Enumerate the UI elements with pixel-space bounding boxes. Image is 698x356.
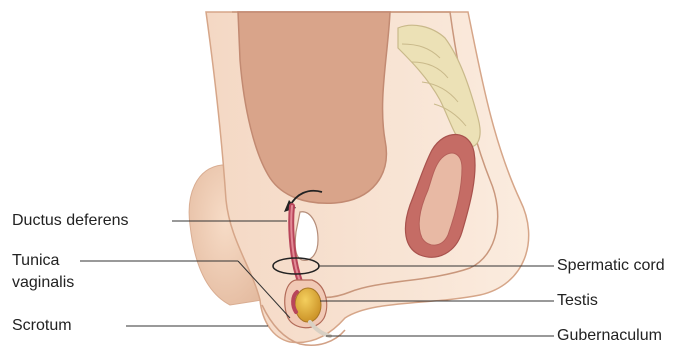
- label-ductus-deferens: Ductus deferens: [12, 211, 129, 230]
- label-testis: Testis: [557, 291, 598, 310]
- label-tunica-line2: vaginalis: [12, 273, 74, 292]
- label-scrotum: Scrotum: [12, 316, 72, 335]
- label-gubernaculum: Gubernaculum: [557, 326, 662, 345]
- testis-shape: [295, 288, 321, 322]
- label-spermatic-cord: Spermatic cord: [557, 256, 665, 275]
- label-tunica-line1: Tunica: [12, 251, 59, 270]
